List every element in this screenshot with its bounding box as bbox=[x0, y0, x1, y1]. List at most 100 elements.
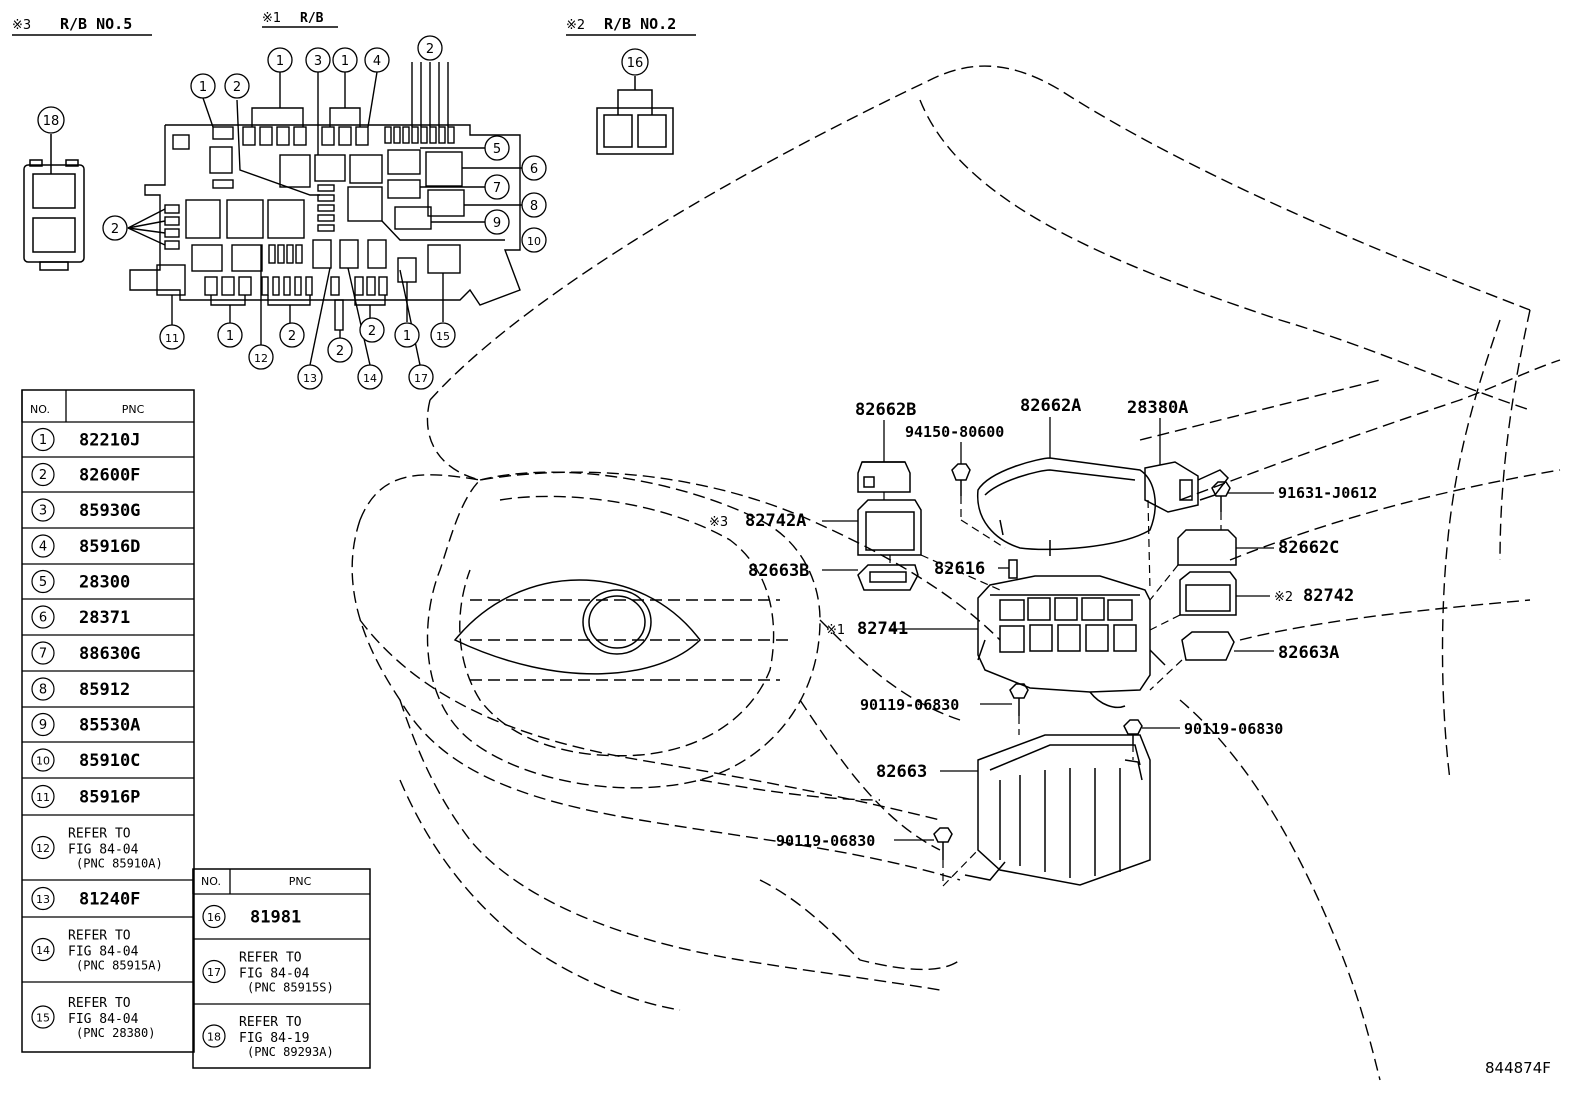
row-number: 17 bbox=[207, 966, 221, 979]
header-rb5-mark: ※3 bbox=[12, 18, 31, 33]
callout-94150-80600: 94150-80600 bbox=[905, 423, 1004, 441]
svg-text:1: 1 bbox=[341, 54, 349, 69]
svg-text:13: 13 bbox=[303, 372, 317, 385]
svg-text:1: 1 bbox=[199, 80, 207, 95]
svg-text:9: 9 bbox=[493, 216, 501, 231]
row-ref-3: (PNC 85910A) bbox=[76, 857, 163, 871]
row-ref-2: FIG 84-04 bbox=[68, 1012, 139, 1027]
callout-82663A: 82663A bbox=[1278, 643, 1339, 663]
assembly-lines bbox=[883, 492, 1222, 887]
rb5-box bbox=[23, 134, 85, 271]
callout-82662B: 82662B bbox=[855, 400, 916, 420]
row-pnc: 85530A bbox=[79, 716, 140, 736]
row-pnc: 28371 bbox=[79, 608, 130, 628]
row-number: 2 bbox=[39, 468, 47, 483]
row-pnc: 81240F bbox=[79, 890, 140, 910]
row-pnc: 85916D bbox=[79, 537, 140, 557]
svg-text:7: 7 bbox=[493, 181, 501, 196]
callout-91631-J0612: 91631-J0612 bbox=[1278, 484, 1377, 502]
callout-90119-06830-c: 90119-06830 bbox=[776, 832, 875, 850]
header-rb2-mark: ※2 bbox=[566, 18, 585, 33]
svg-text:5: 5 bbox=[493, 142, 501, 157]
table-header-no: NO. bbox=[201, 875, 221, 888]
vehicle-outline bbox=[351, 65, 1561, 1081]
callout-28380A: 28380A bbox=[1127, 398, 1188, 418]
svg-text:14: 14 bbox=[363, 372, 377, 385]
row-ref-2: FIG 84-19 bbox=[239, 1031, 309, 1046]
svg-text:2: 2 bbox=[426, 42, 434, 57]
table-row: 6 28371 bbox=[31, 605, 130, 629]
row-number: 7 bbox=[39, 647, 47, 662]
callout-90119-06830-b: 90119-06830 bbox=[1184, 720, 1283, 738]
row-ref-1: REFER TO bbox=[68, 996, 131, 1011]
row-pnc: 85930G bbox=[79, 501, 140, 521]
rb1-callout-numbers: 1 2 1 3 1 4 2 5 6 7 8 9 10 2 11 1 12 2 1… bbox=[102, 35, 547, 390]
table-row: 13 81240F bbox=[31, 886, 140, 911]
callout-82741: 82741 bbox=[857, 619, 908, 639]
svg-text:8: 8 bbox=[530, 199, 538, 214]
row-number: 4 bbox=[39, 540, 47, 555]
row-number: 10 bbox=[36, 755, 50, 768]
svg-text:18: 18 bbox=[43, 114, 60, 129]
row-number: 8 bbox=[39, 683, 47, 698]
callout-82742A-mark: ※3 bbox=[709, 515, 728, 530]
row-ref-1: REFER TO bbox=[68, 827, 131, 842]
svg-text:10: 10 bbox=[527, 235, 541, 248]
callout-82663: 82663 bbox=[876, 762, 927, 782]
svg-text:12: 12 bbox=[254, 352, 268, 365]
row-ref-1: REFER TO bbox=[239, 1015, 302, 1030]
svg-text:1: 1 bbox=[403, 329, 411, 344]
row-number: 14 bbox=[36, 944, 50, 957]
row-ref-3: (PNC 85915S) bbox=[247, 981, 334, 995]
table-row: 16 81981 bbox=[202, 904, 301, 929]
svg-text:2: 2 bbox=[288, 329, 296, 344]
table-row: 9 85530A bbox=[31, 712, 140, 737]
row-number: 6 bbox=[39, 611, 47, 626]
row-number: 16 bbox=[207, 911, 221, 924]
row-number: 15 bbox=[36, 1012, 50, 1025]
row-number: 9 bbox=[39, 718, 47, 733]
part-callouts: 82662B 82662A 28380A 94150-80600 91631-J… bbox=[709, 396, 1377, 850]
rb2-box bbox=[596, 76, 674, 155]
header-rb1-mark: ※1 bbox=[262, 11, 281, 26]
row-ref-3: (PNC 85915A) bbox=[76, 959, 163, 973]
header-rb5: ※3 R/B NO.5 bbox=[12, 15, 152, 36]
header-rb1: ※1 R/B bbox=[262, 11, 338, 28]
svg-text:2: 2 bbox=[336, 344, 344, 359]
row-number: 1 bbox=[39, 433, 47, 448]
row-number: 13 bbox=[36, 893, 50, 906]
row-pnc: 82210J bbox=[79, 431, 140, 451]
callout-82742: 82742 bbox=[1303, 586, 1354, 606]
row-pnc: 85916P bbox=[79, 788, 140, 808]
grille-emblem bbox=[453, 579, 701, 675]
row-number: 18 bbox=[207, 1031, 221, 1044]
row-ref-3: (PNC 28380) bbox=[76, 1026, 155, 1040]
callout-82742-mark: ※2 bbox=[1274, 590, 1293, 605]
svg-text:3: 3 bbox=[314, 54, 322, 69]
header-rb2-label: R/B NO.2 bbox=[604, 15, 676, 33]
row-number: 12 bbox=[36, 842, 50, 855]
table-header-no: NO. bbox=[30, 403, 50, 416]
rb1-schematic bbox=[127, 62, 522, 366]
row-pnc: 81981 bbox=[250, 908, 301, 928]
callout-82662C: 82662C bbox=[1278, 538, 1339, 558]
svg-text:2: 2 bbox=[233, 80, 241, 95]
svg-text:1: 1 bbox=[226, 329, 234, 344]
row-pnc: 85910C bbox=[79, 751, 140, 771]
row-ref-1: REFER TO bbox=[68, 929, 131, 944]
table-row: 10 85910C bbox=[31, 748, 140, 772]
row-ref-2: FIG 84-04 bbox=[68, 843, 139, 858]
svg-text:2: 2 bbox=[368, 324, 376, 339]
row-ref-3: (PNC 89293A) bbox=[247, 1045, 334, 1059]
svg-text:6: 6 bbox=[530, 162, 538, 177]
header-rb2: ※2 R/B NO.2 bbox=[566, 15, 696, 36]
